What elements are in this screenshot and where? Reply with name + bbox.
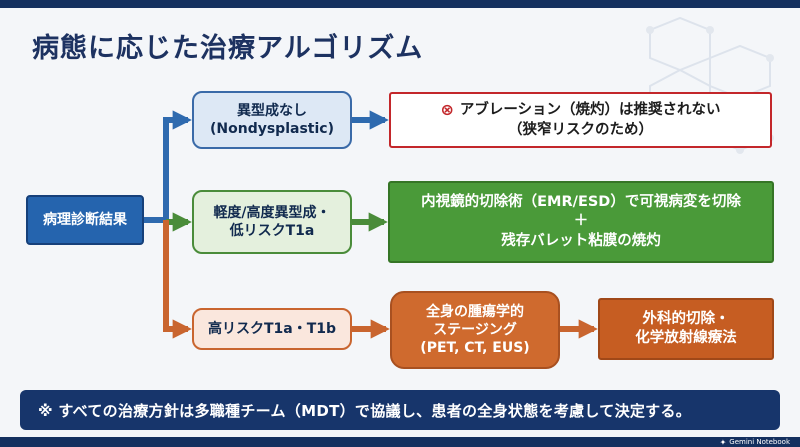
staging-line3: (PET, CT, EUS) — [420, 340, 530, 357]
watermark-logo: ✦ Gemini Notebook — [720, 437, 790, 447]
connector-to-nondysplastic — [163, 110, 192, 223]
nondysplastic-outcome-line1: アブレーション（焼灼）は推奨されない — [459, 102, 721, 119]
root-label: 病理診断結果 — [43, 211, 127, 228]
nondysplastic-outcome: ⊗ アブレーション（焼灼）は推奨されない （狭窄リスクのため） — [389, 92, 772, 148]
page-title: 病態に応じた治療アルゴリズム — [32, 33, 424, 64]
dysplasia-label-line1: 軽度/高度異型成・ — [213, 204, 331, 221]
high-risk-outcome: 外科的切除・ 化学放射線療法 — [598, 298, 774, 360]
staging-line2: ステージング — [433, 321, 517, 338]
sparkle-icon: ✦ — [719, 437, 727, 447]
high-risk-node: 高リスクT1a・T1b — [192, 308, 352, 350]
staging-line1: 全身の腫瘍学的 — [426, 303, 524, 320]
connector-to-high-risk — [163, 220, 192, 339]
watermark-text: Gemini Notebook — [729, 438, 790, 446]
nondysplastic-label-en: (Nondysplastic) — [210, 121, 334, 137]
high-risk-outcome-line2: 化学放射線療法 — [635, 330, 737, 346]
dysplasia-node: 軽度/高度異型成・ 低リスクT1a — [192, 190, 352, 254]
nondysplastic-node: 異型成なし (Nondysplastic) — [192, 91, 352, 149]
high-risk-label: 高リスクT1a・T1b — [207, 320, 337, 337]
nondysplastic-outcome-line2: （狭窄リスクのため） — [508, 121, 653, 138]
dysplasia-outcome-line1: 内視鏡的切除術（EMR/ESD）で可視病変を切除 — [421, 193, 741, 210]
dysplasia-outcome: 内視鏡的切除術（EMR/ESD）で可視病変を切除 ＋ 残存バレット粘膜の焼灼 — [388, 181, 774, 263]
bottom-bar — [0, 437, 800, 447]
dysplasia-outcome-plus: ＋ — [573, 213, 589, 230]
footnote-text: ※ すべての治療方針は多職種チーム（MDT）で協議し、患者の全身状態を考慮して決… — [38, 401, 692, 420]
footnote-banner: ※ すべての治療方針は多職種チーム（MDT）で協議し、患者の全身状態を考慮して決… — [20, 390, 780, 430]
staging-node: 全身の腫瘍学的 ステージング (PET, CT, EUS) — [390, 291, 560, 369]
top-bar — [0, 0, 800, 8]
circle-x-icon: ⊗ — [440, 100, 454, 120]
nondysplastic-label-jp: 異型成なし — [237, 102, 307, 119]
dysplasia-outcome-line3: 残存バレット粘膜の焼灼 — [501, 232, 661, 249]
root-node: 病理診断結果 — [26, 195, 144, 245]
dysplasia-label-line2: 低リスクT1a — [229, 223, 315, 239]
high-risk-outcome-line1: 外科的切除・ — [642, 311, 730, 328]
